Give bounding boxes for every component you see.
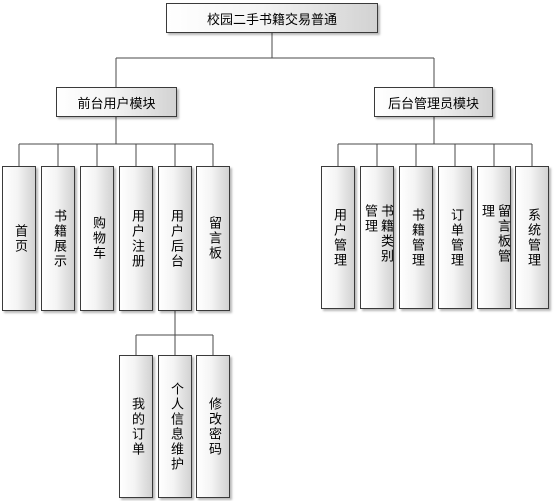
frontend-node-register: 用户注册 <box>119 166 153 311</box>
backend-node-message-management: 留言板管理 <box>477 166 511 309</box>
frontend-node-message-board: 留言板 <box>196 166 230 311</box>
backend-node-category-management: 书籍类别管理 <box>360 166 394 309</box>
backend-module-label: 后台管理员模块 <box>387 96 479 112</box>
frontend-node-user-backend-label: 用户后台 <box>168 208 183 269</box>
backend-node-user-management-label: 用户管理 <box>331 207 346 268</box>
backend-node-order-management-label: 订单管理 <box>448 207 463 268</box>
backend-node-user-management: 用户管理 <box>321 166 355 309</box>
frontend-node-cart: 购物车 <box>80 166 114 311</box>
user-backend-node-my-orders-label: 我的订单 <box>129 396 144 457</box>
backend-node-book-management-label: 书籍管理 <box>409 207 424 268</box>
frontend-node-register-label: 用户注册 <box>129 208 144 269</box>
user-backend-node-change-password-label: 修改密码 <box>206 396 221 457</box>
backend-node-message-management-label: 留言板管理 <box>479 203 510 264</box>
backend-module-node: 后台管理员模块 <box>374 87 493 117</box>
frontend-module-label: 前台用户模块 <box>77 96 156 112</box>
backend-node-book-management: 书籍管理 <box>399 166 433 309</box>
user-backend-node-change-password: 修改密码 <box>196 355 230 498</box>
root-node: 校园二手书籍交易普通 <box>166 3 378 33</box>
frontend-node-message-board-label: 留言板 <box>206 216 221 261</box>
frontend-node-home-label: 首页 <box>12 223 27 254</box>
frontend-node-home: 首页 <box>2 166 36 311</box>
backend-node-category-management-label: 书籍类别管理 <box>362 203 393 264</box>
frontend-node-book-display-label: 书籍展示 <box>51 208 66 269</box>
frontend-node-cart-label: 购物车 <box>90 216 105 261</box>
backend-node-system-management: 系统管理 <box>515 166 549 309</box>
backend-node-system-management-label: 系统管理 <box>525 207 540 268</box>
user-backend-node-profile-label: 个人信息维护 <box>168 381 183 472</box>
backend-node-order-management: 订单管理 <box>438 166 472 309</box>
root-node-label: 校园二手书籍交易普通 <box>206 12 337 28</box>
frontend-node-user-backend: 用户后台 <box>158 166 192 311</box>
frontend-module-node: 前台用户模块 <box>56 87 177 117</box>
frontend-node-book-display: 书籍展示 <box>41 166 75 311</box>
user-backend-node-profile: 个人信息维护 <box>158 355 192 498</box>
user-backend-node-my-orders: 我的订单 <box>119 355 153 498</box>
